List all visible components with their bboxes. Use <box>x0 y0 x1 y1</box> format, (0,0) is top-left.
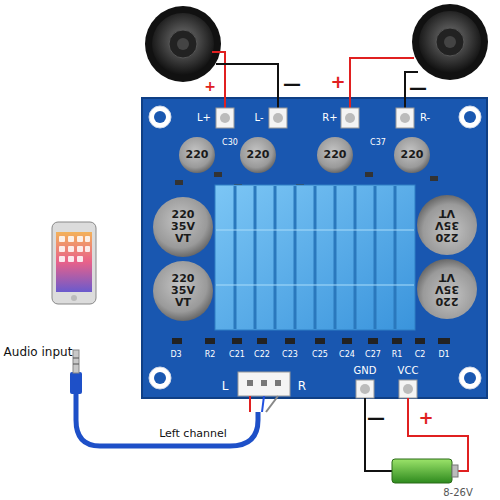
polarity-mark: + <box>418 409 433 427</box>
capacitor: 220 <box>240 137 276 173</box>
capacitor-value: 220 35V VT <box>430 271 464 307</box>
polarity-mark: + <box>330 73 345 91</box>
part-name: C27 <box>365 351 381 359</box>
capacitor-value: 220 <box>397 149 427 161</box>
capacitor-value: 220 <box>243 149 273 161</box>
capacitor: 220 <box>317 137 353 173</box>
capacitor-value: 220 35V VT <box>166 273 200 309</box>
channel-name: R <box>298 380 306 392</box>
part-name: C21 <box>229 351 245 359</box>
part-name: C24 <box>339 351 355 359</box>
capacitor-value: 220 35V VT <box>166 209 200 245</box>
part-name: C23 <box>282 351 298 359</box>
input-label: Audio input <box>4 346 73 358</box>
part-name: R1 <box>392 351 403 359</box>
pin-name: L- <box>254 113 263 123</box>
part-name: D1 <box>438 351 449 359</box>
part-name: C25 <box>312 351 328 359</box>
polarity-mark: — <box>367 409 385 427</box>
capacitor-value: 220 <box>182 149 212 161</box>
pin-name: R- <box>420 113 430 123</box>
pin-name: GND <box>354 366 377 376</box>
part-name: R2 <box>205 351 216 359</box>
capacitor: 220 35V VT <box>153 261 213 321</box>
capacitor: 220 <box>179 137 215 173</box>
capacitor: 220 35V VT <box>417 259 477 319</box>
part-name: C37 <box>370 139 386 147</box>
polarity-mark: — <box>409 79 427 97</box>
capacitor-value: 220 35V VT <box>430 207 464 243</box>
capacitor: 220 35V VT <box>153 197 213 257</box>
part-name: D3 <box>170 351 181 359</box>
part-name: C2 <box>415 351 426 359</box>
polarity-mark: — <box>283 75 301 93</box>
pin-name: R+ <box>322 113 337 123</box>
polarity-mark: + <box>204 79 216 93</box>
wire-label: Left channel <box>159 428 227 439</box>
pin-name: VCC <box>398 366 419 376</box>
voltage-label: 8-26V <box>443 488 473 498</box>
capacitor: 220 <box>394 137 430 173</box>
part-name: C22 <box>254 351 270 359</box>
capacitor: 220 35V VT <box>417 195 477 255</box>
capacitor-value: 220 <box>320 149 350 161</box>
channel-name: L <box>222 380 229 392</box>
pin-name: L+ <box>197 113 211 123</box>
part-name: C30 <box>222 139 238 147</box>
